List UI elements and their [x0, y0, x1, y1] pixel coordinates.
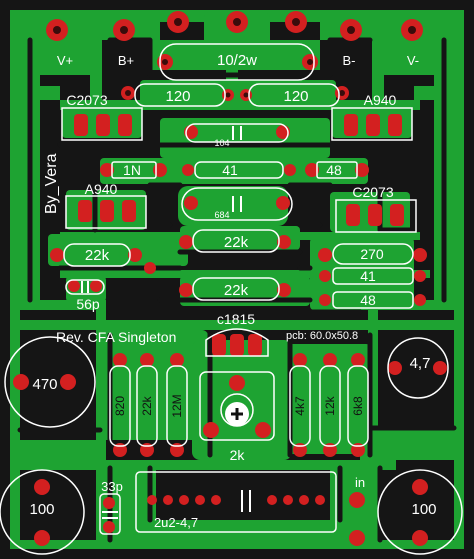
label-a940-left: A940: [85, 181, 118, 197]
cap-plates: [81, 126, 251, 519]
label-r12m: 12M: [170, 394, 184, 417]
label-d-48-mid: 48: [326, 162, 342, 178]
label-r120-right: 120: [283, 88, 308, 105]
c4-7-outline: [387, 337, 449, 399]
label-r12k: 12k: [323, 395, 337, 415]
c100-left-outline: [0, 469, 85, 555]
r12m-outline: [166, 365, 188, 447]
label-r22k-lower: 22k: [224, 282, 249, 299]
r22k-left-outline: [63, 243, 131, 267]
label-vplus: V+: [57, 53, 73, 68]
pad-c2073-right: [346, 204, 404, 226]
label-c2073-right: C2073: [352, 184, 393, 200]
label-c33p: 33p: [101, 479, 123, 494]
label-c2073-top: C2073: [66, 92, 107, 108]
label-vminus: V-: [407, 53, 419, 68]
pad-c684: [184, 196, 290, 210]
pad-top-left-mid: [167, 11, 189, 33]
pad-r120-l1: [121, 86, 135, 100]
pad-caps: [13, 361, 447, 546]
r6k8-outline: [347, 365, 369, 447]
r22k-vert-outline: [136, 365, 158, 447]
label-r22k-center: 22k: [224, 234, 249, 251]
trimmer-outline: [199, 371, 275, 441]
pad-bplus: [113, 19, 135, 41]
label-bminus: B-: [343, 53, 356, 68]
r4k7-outline: [289, 365, 311, 447]
c1815-outline: [205, 328, 269, 357]
label-c100-left: 100: [29, 501, 54, 518]
d-48-right-outline: [332, 291, 414, 309]
r820-outline: [109, 365, 131, 447]
label-author: By_Vera: [43, 153, 60, 214]
label-trim-2k: 2k: [230, 447, 246, 463]
label-pcb-size: pcb: 60.0x50.8: [286, 330, 358, 342]
label-r120-left: 120: [165, 88, 190, 105]
label-a940-top: A940: [364, 92, 397, 108]
pad-10-2w-right: [302, 54, 318, 70]
pad-10-2w-left: [157, 54, 173, 70]
c33p-outline: [99, 493, 121, 535]
pad-vplus: [46, 19, 68, 41]
label-bplus: B+: [118, 53, 134, 68]
r120-right-outline: [248, 83, 340, 107]
label-r6k8: 6k8: [351, 396, 365, 416]
a940-top-outline: [331, 107, 413, 141]
pad-trimmer: [203, 375, 271, 438]
label-c100-right: 100: [411, 501, 436, 518]
d-1n-outline: [111, 161, 157, 179]
label-r22k-vert: 22k: [140, 395, 154, 415]
label-c1815: c1815: [217, 311, 255, 327]
label-c470: 470: [32, 376, 57, 393]
trimmer-knob: [220, 393, 254, 427]
label-r-10-2w: 10/2w: [217, 52, 257, 69]
c2073-right-outline: [335, 199, 417, 233]
label-c2u2: 2u2-4,7: [154, 515, 198, 530]
pad-c1815: [212, 334, 262, 356]
pad-c2073-top: [74, 114, 132, 136]
d-41-right-outline: [332, 267, 414, 285]
c2073-top-outline: [61, 107, 143, 141]
label-d-41-mid: 41: [222, 162, 238, 178]
pad-mid-row: [50, 235, 427, 306]
label-title: Rev. CFA Singleton: [56, 329, 176, 345]
d-48-mid-outline: [316, 161, 358, 179]
label-r22k-left: 22k: [85, 247, 110, 264]
silkscreen-text: V+ B+ B- V- 10/2w 120 120 C2073 A940 104…: [29, 52, 436, 530]
label-d-48-right: 48: [360, 292, 376, 308]
r22k-center-outline: [192, 229, 280, 253]
r270-outline: [332, 243, 414, 265]
d-41-mid-outline: [194, 161, 284, 179]
c2u2-outline: [135, 471, 337, 533]
r120-left-outline: [134, 83, 226, 107]
a940-left-outline: [65, 195, 147, 229]
label-c56p: 56p: [76, 296, 100, 312]
label-r4k7: 4k7: [293, 396, 307, 416]
label-input: in: [355, 475, 365, 490]
pad-top-right-mid: [285, 11, 307, 33]
c56p-outline: [65, 279, 105, 295]
silkscreen-outlines: [0, 43, 463, 555]
pad-top-center: [226, 11, 248, 33]
label-r820: 820: [113, 396, 127, 416]
label-c4-7: 4,7: [410, 355, 431, 372]
label-c104: 104: [214, 138, 229, 148]
r22k-lower-outline: [192, 277, 280, 301]
label-c684: 684: [214, 210, 229, 220]
label-d-41-right: 41: [360, 268, 376, 284]
c104-outline: [185, 123, 289, 143]
pad-a940-top: [344, 114, 402, 136]
c470-outline: [4, 336, 96, 428]
label-r270: 270: [360, 246, 384, 262]
pad-bminus: [340, 19, 362, 41]
label-d-1n: 1N: [123, 162, 141, 178]
r-10-2w-outline: [159, 43, 315, 81]
pad-vminus: [401, 19, 423, 41]
c684-outline: [181, 187, 293, 221]
c100-right-outline: [377, 469, 463, 555]
pad-2u2-row: [147, 495, 325, 505]
r12k-outline: [319, 365, 341, 447]
pad-a940-left: [78, 200, 136, 222]
